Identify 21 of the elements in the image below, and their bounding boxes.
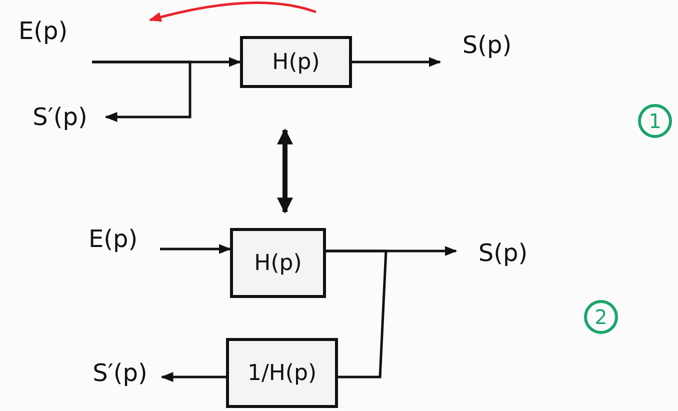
connector-line [326, 250, 388, 378]
signal-label: S(p) [444, 28, 530, 62]
arrow [148, 1, 316, 22]
signal-label: S(p) [460, 236, 546, 270]
transfer-function-box [226, 338, 338, 408]
arrow [160, 244, 232, 254]
signal-label: E(p) [76, 222, 150, 256]
transfer-function-box [230, 228, 326, 298]
arrow [92, 60, 192, 122]
box-label: 1/H(p) [247, 360, 317, 386]
signal-label: S′(p) [80, 356, 160, 390]
arrow [160, 372, 226, 382]
box-label: H(p) [272, 50, 320, 74]
signal-label: S′(p) [18, 100, 102, 134]
transfer-function-box [240, 36, 352, 88]
double-arrow [277, 128, 293, 214]
circled-number: 1 [638, 104, 672, 138]
arrow [352, 57, 442, 67]
circled-number: 2 [584, 300, 618, 334]
box-label: H(p) [254, 250, 302, 276]
signal-label: E(p) [6, 14, 80, 48]
